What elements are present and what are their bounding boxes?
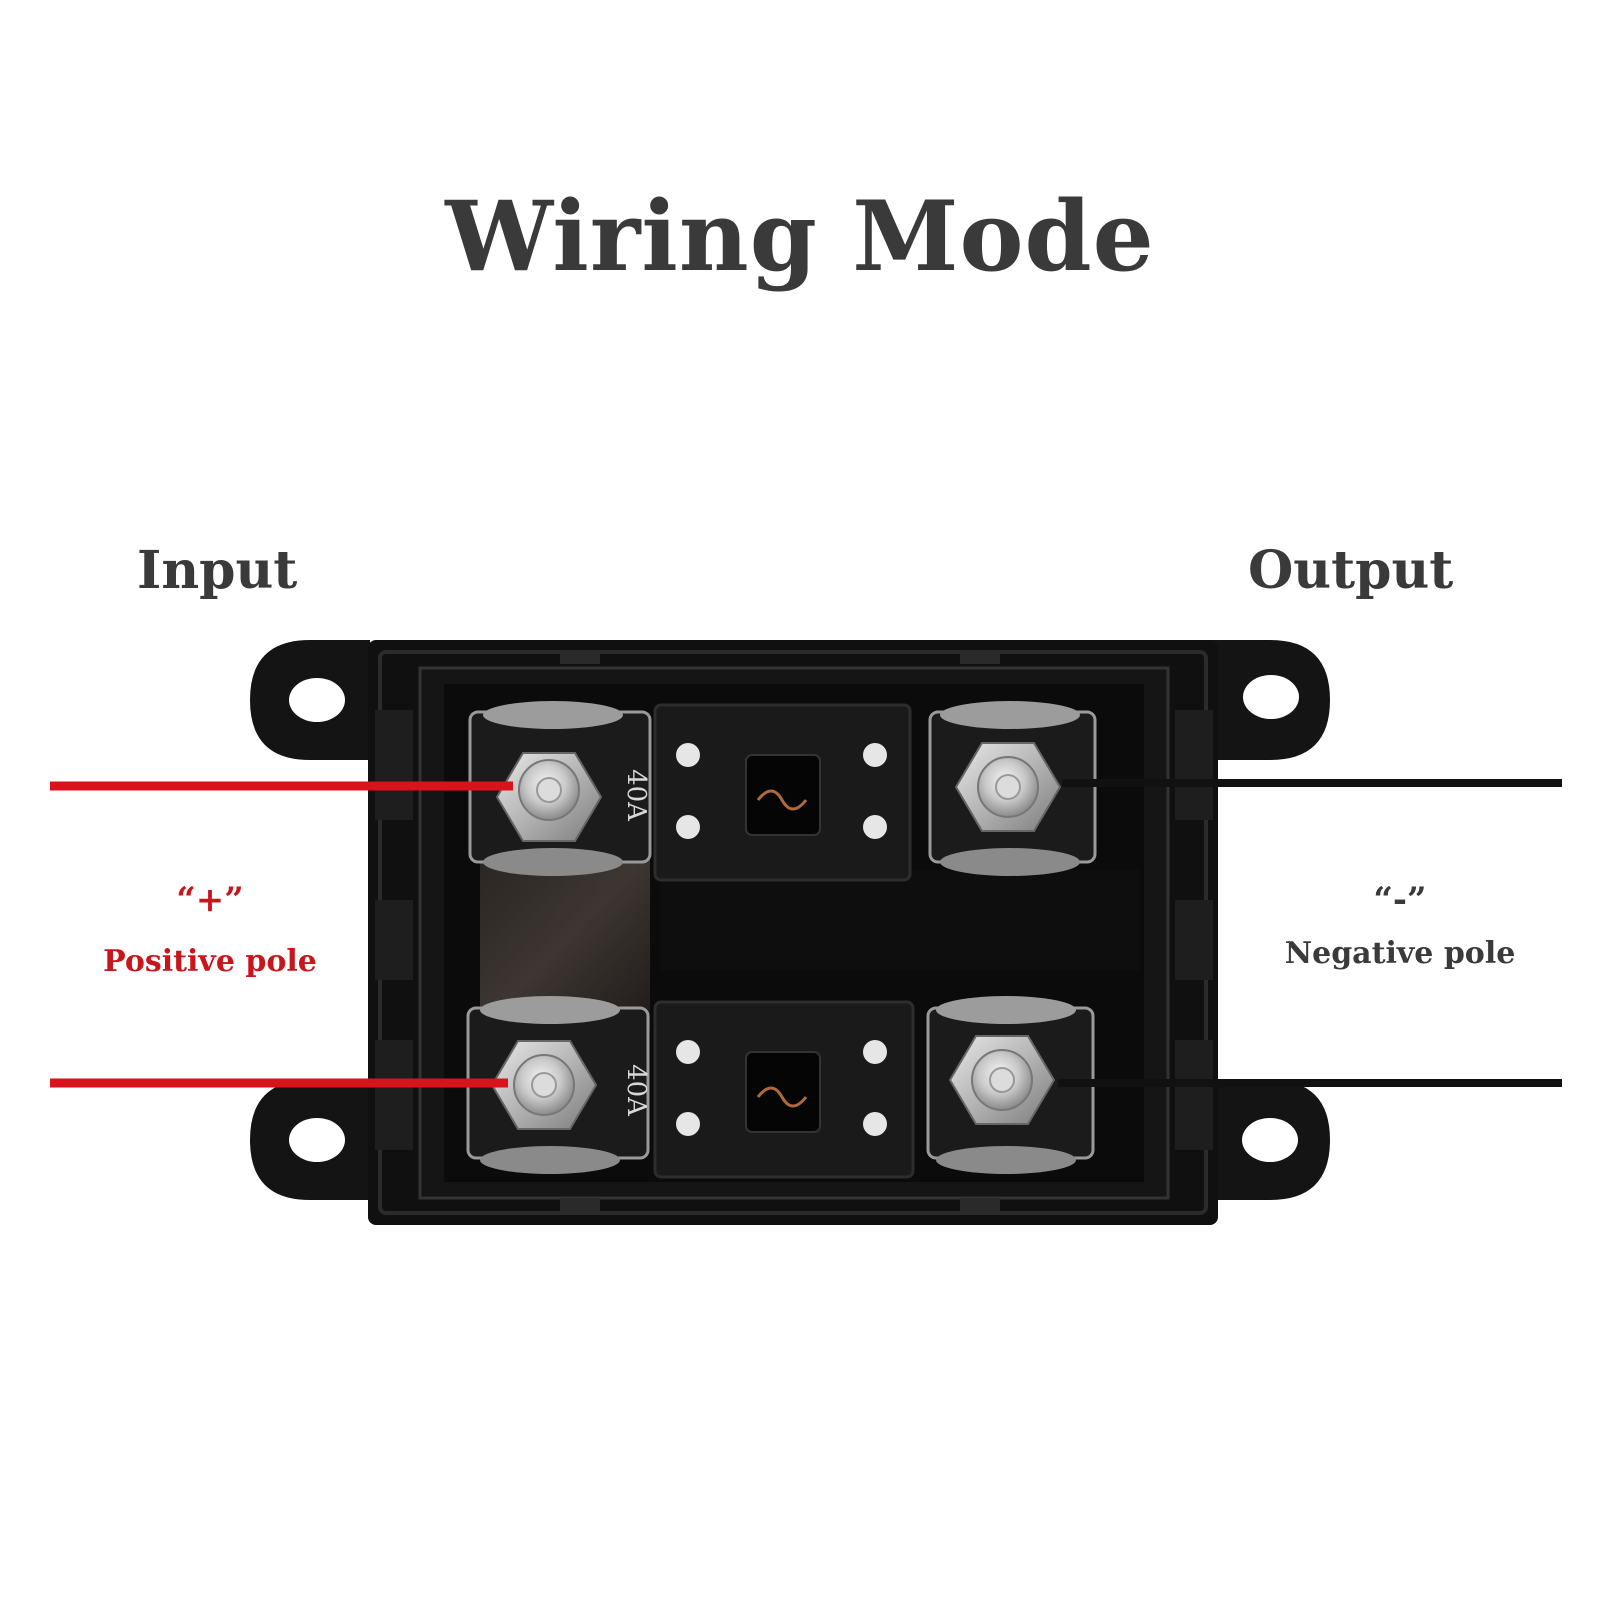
mounting-ear-top-right	[1210, 640, 1330, 760]
output-label: Output	[1248, 540, 1454, 601]
negative-symbol: “-”	[1373, 880, 1427, 920]
terminal-nut-input-bottom	[490, 1040, 598, 1130]
mounting-ear-bottom-right	[1210, 1080, 1330, 1200]
housing-ribs	[375, 650, 1213, 1212]
positive-symbol: “+”	[176, 880, 244, 920]
terminal-nut-output-bottom	[948, 1035, 1056, 1125]
mounting-ear-top-left	[250, 640, 370, 760]
positive-pole-label: “+” Positive pole	[90, 880, 330, 979]
input-label: Input	[137, 540, 298, 601]
fuse-rating-top: 40A	[621, 769, 651, 822]
terminal-nut-output-top	[954, 742, 1062, 832]
negative-pole-label: “-” Negative pole	[1270, 880, 1530, 971]
mounting-ear-bottom-left	[250, 1080, 370, 1200]
positive-pole-name: Positive pole	[103, 944, 317, 979]
page-title: Wiring Mode	[445, 180, 1155, 293]
negative-pole-name: Negative pole	[1284, 936, 1516, 971]
fuse-bottom	[653, 1000, 915, 1179]
fuse-top	[653, 703, 912, 882]
terminal-nut-input-top	[495, 752, 603, 842]
fuse-rating-bottom: 40A	[621, 1064, 651, 1117]
